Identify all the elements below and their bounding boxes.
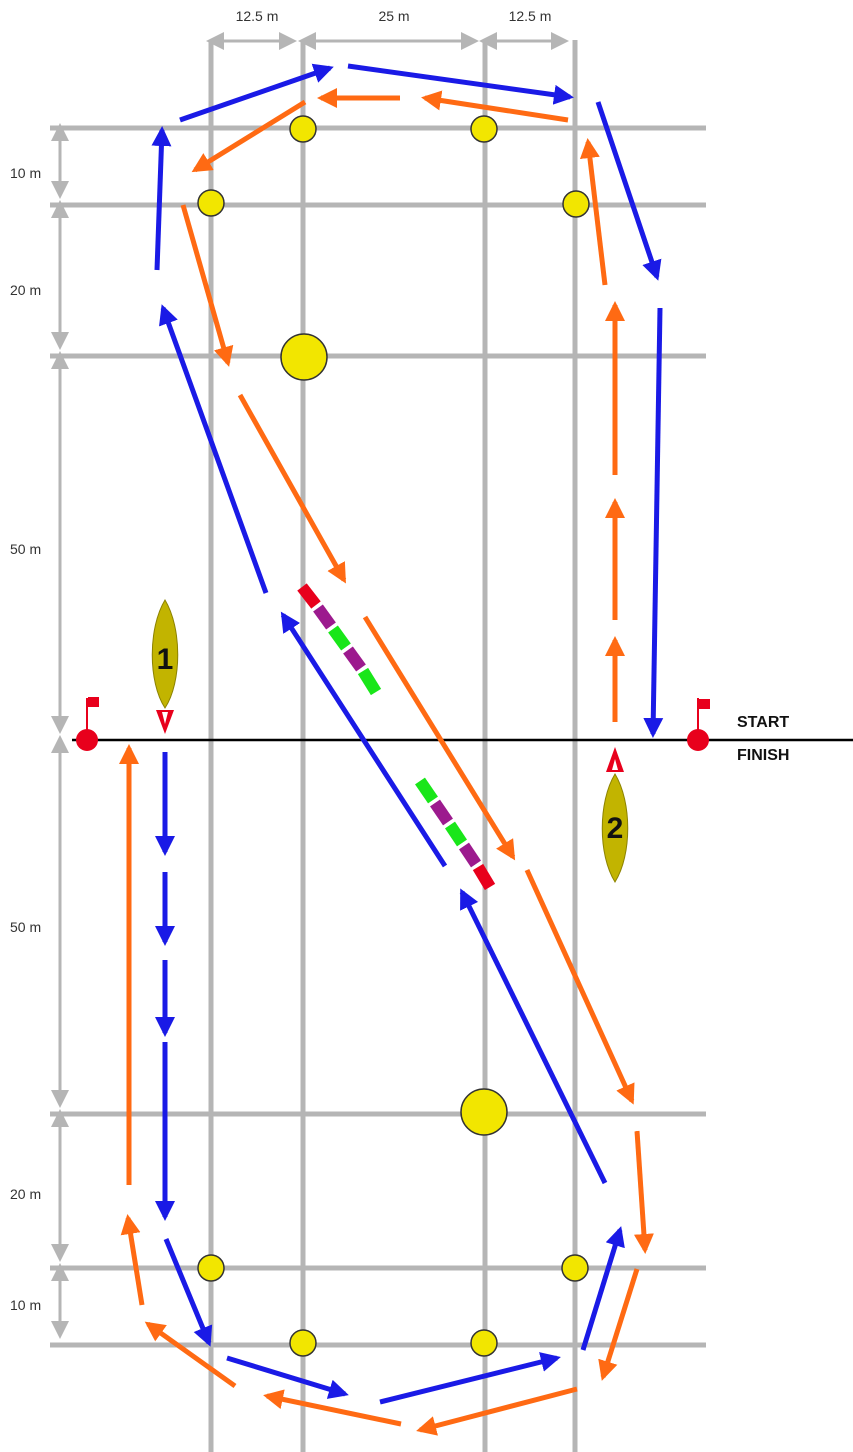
orange-route-arrow — [524, 868, 635, 1105]
blue-route-arrow — [159, 304, 269, 594]
boat-1: 1 — [151, 599, 179, 734]
gate-lower — [415, 777, 496, 891]
orange-route-arrow — [120, 1214, 145, 1306]
orange-route-arrow — [144, 1321, 237, 1389]
orange-route-arrow — [633, 1130, 654, 1254]
buoy-icon — [561, 1254, 589, 1282]
buoy-icon — [460, 1088, 508, 1136]
finish-label: FINISH — [737, 747, 789, 764]
orange-route-arrow — [180, 204, 234, 367]
orange-route-arrow — [598, 1268, 640, 1381]
blue-route-arrow — [179, 63, 334, 123]
orange-route — [119, 88, 654, 1436]
boat-hull-icon — [601, 773, 629, 883]
blue-route — [151, 63, 664, 1405]
boat-hull-icon — [151, 599, 179, 709]
start-label: START — [737, 714, 789, 731]
orange-route-arrow — [191, 99, 307, 173]
gate-upper — [297, 583, 382, 696]
dimension-label-top: 12.5 m — [509, 8, 552, 24]
buoy-icon — [197, 189, 225, 217]
blue-route-arrow — [459, 888, 608, 1185]
dimension-label-side: 10 m — [10, 1297, 41, 1313]
blue-route-arrow — [280, 611, 448, 868]
course-grid — [50, 40, 706, 1452]
buoy-icon — [470, 1329, 498, 1357]
dimension-label-top: 25 m — [378, 8, 409, 24]
blue-route-arrow — [379, 1352, 561, 1405]
buoy-icon — [562, 190, 590, 218]
orange-route-arrow — [421, 90, 569, 123]
dimension-markers — [51, 32, 569, 1339]
boat-number: 1 — [157, 643, 174, 676]
orange-route-arrow — [416, 1386, 578, 1436]
dimension-label-side: 50 m — [10, 919, 41, 935]
start-flag-right — [687, 698, 710, 751]
orange-route-arrow — [237, 393, 347, 584]
blue-route-arrow — [643, 307, 664, 738]
orange-route-arrow — [362, 615, 516, 861]
turning-buoys — [197, 115, 590, 1357]
blue-route-arrow — [580, 1226, 625, 1351]
blue-route-arrow — [163, 1238, 213, 1347]
buoy-icon — [289, 1329, 317, 1357]
orange-route-arrow — [579, 138, 608, 286]
dimension-label-side: 20 m — [10, 1186, 41, 1202]
buoy-icon — [289, 115, 317, 143]
dimension-label-side: 50 m — [10, 541, 41, 557]
dimension-label-side: 10 m — [10, 165, 41, 181]
buoy-icon — [280, 333, 328, 381]
blue-route-arrow — [226, 1355, 349, 1399]
boat-2: 2 — [601, 747, 629, 883]
buoy-icon — [470, 115, 498, 143]
blue-route-arrow — [595, 101, 662, 281]
start-flag-left — [76, 697, 99, 751]
orange-route-arrow — [263, 1389, 402, 1427]
blue-route-arrow — [347, 63, 574, 105]
blue-route-arrow — [151, 126, 172, 271]
boat-number: 2 — [607, 812, 624, 845]
buoy-icon — [197, 1254, 225, 1282]
dimension-label-side: 20 m — [10, 282, 41, 298]
dimension-label-top: 12.5 m — [236, 8, 279, 24]
